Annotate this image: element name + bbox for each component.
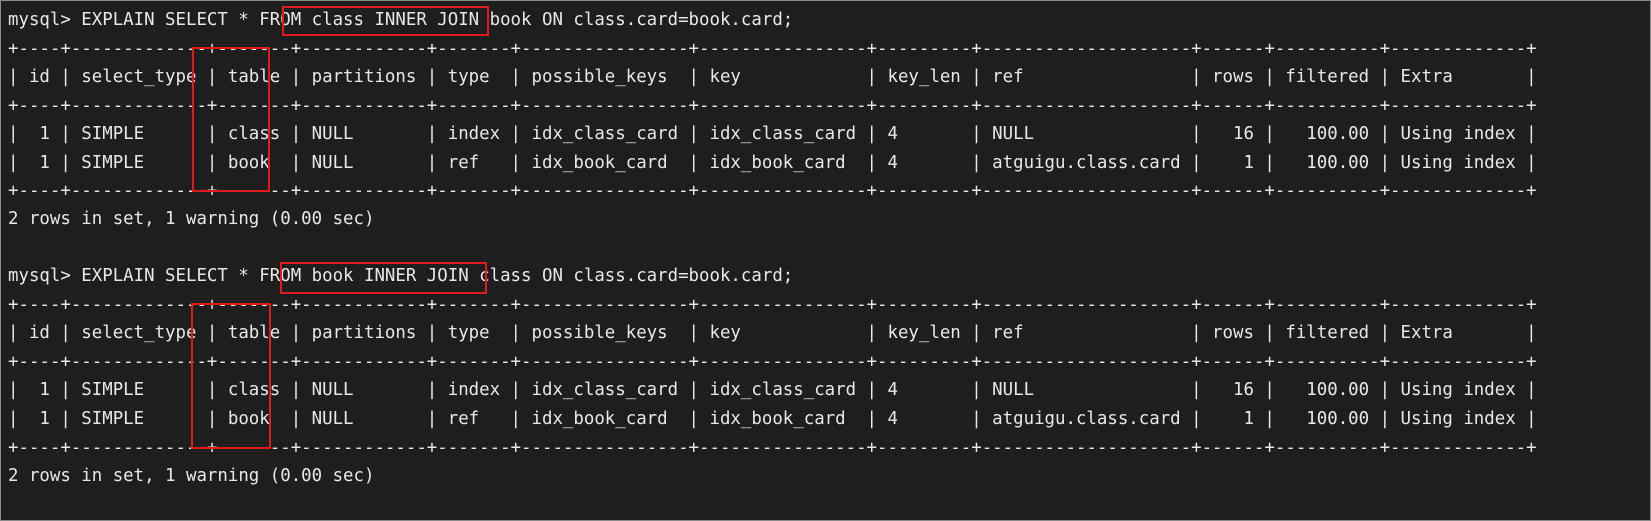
- table-border-mid: +----+-------------+-------+------------…: [8, 352, 1537, 372]
- table-border-top: +----+-------------+-------+------------…: [8, 295, 1537, 315]
- table-border-top: +----+-------------+-------+------------…: [8, 39, 1537, 59]
- table-row: | 1 | SIMPLE | class | NULL | index | id…: [8, 380, 1537, 400]
- result-footer: 2 rows in set, 1 warning (0.00 sec): [8, 466, 375, 486]
- table-border-bottom: +----+-------------+-------+------------…: [8, 438, 1537, 458]
- command-line: mysql> EXPLAIN SELECT * FROM class INNER…: [8, 10, 794, 30]
- table-border-bottom: +----+-------------+-------+------------…: [8, 181, 1537, 201]
- table-row: | 1 | SIMPLE | book | NULL | ref | idx_b…: [8, 409, 1537, 429]
- table-border-mid: +----+-------------+-------+------------…: [8, 96, 1537, 116]
- table-row: | 1 | SIMPLE | class | NULL | index | id…: [8, 124, 1537, 144]
- table-header-row: | id | select_type | table | partitions …: [8, 67, 1537, 87]
- table-header-row: | id | select_type | table | partitions …: [8, 323, 1537, 343]
- table-row: | 1 | SIMPLE | book | NULL | ref | idx_b…: [8, 153, 1537, 173]
- result-footer: 2 rows in set, 1 warning (0.00 sec): [8, 209, 375, 229]
- command-line: mysql> EXPLAIN SELECT * FROM book INNER …: [8, 266, 794, 286]
